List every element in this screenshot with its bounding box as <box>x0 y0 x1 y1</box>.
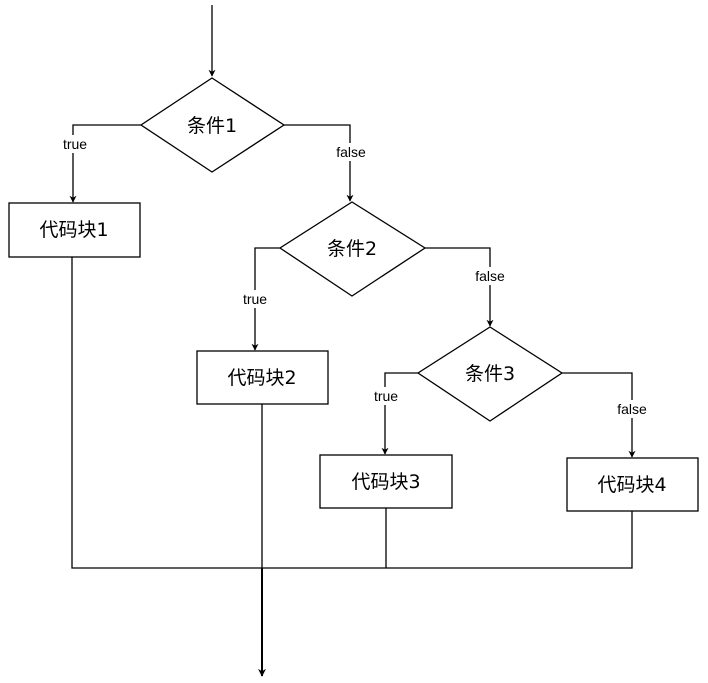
svg-text:true: true <box>374 388 398 404</box>
condition-3-label: 条件3 <box>465 363 515 385</box>
svg-text:true: true <box>243 291 267 307</box>
process-block-1: 代码块1 <box>8 202 141 258</box>
block-4-label: 代码块4 <box>597 474 666 496</box>
process-block-2: 代码块2 <box>196 350 329 405</box>
edge-cond2-false <box>425 247 494 327</box>
edge-label-cond1-true: true <box>58 135 92 153</box>
edge-label-cond3-false: false <box>611 400 653 418</box>
svg-text:false: false <box>475 268 505 284</box>
edge-label-cond1-false: false <box>330 143 372 161</box>
block-1-label: 代码块1 <box>39 219 108 241</box>
svg-text:false: false <box>617 401 647 417</box>
merge-line <box>71 257 633 569</box>
process-block-4: 代码块4 <box>566 457 699 512</box>
svg-text:true: true <box>63 136 87 152</box>
condition-1-label: 条件1 <box>187 115 237 137</box>
edge-label-cond2-true: true <box>238 290 272 308</box>
decision-condition-3: 条件3 <box>416 326 564 422</box>
block-2-label: 代码块2 <box>227 367 296 389</box>
edge-cond3-false <box>562 372 636 458</box>
edge-cond3-true <box>381 372 418 455</box>
edge-cond2-true <box>251 247 280 351</box>
edge-label-cond3-true: true <box>369 387 403 405</box>
svg-text:false: false <box>336 144 366 160</box>
decision-condition-1: 条件1 <box>139 77 286 173</box>
edge-cond1-true <box>69 124 141 203</box>
process-block-3: 代码块3 <box>319 454 453 509</box>
edge-label-cond2-false: false <box>469 267 511 285</box>
edge-cond1-false <box>284 124 354 202</box>
block-3-label: 代码块3 <box>351 471 420 493</box>
decision-condition-2: 条件2 <box>278 201 427 297</box>
condition-2-label: 条件2 <box>327 238 377 260</box>
